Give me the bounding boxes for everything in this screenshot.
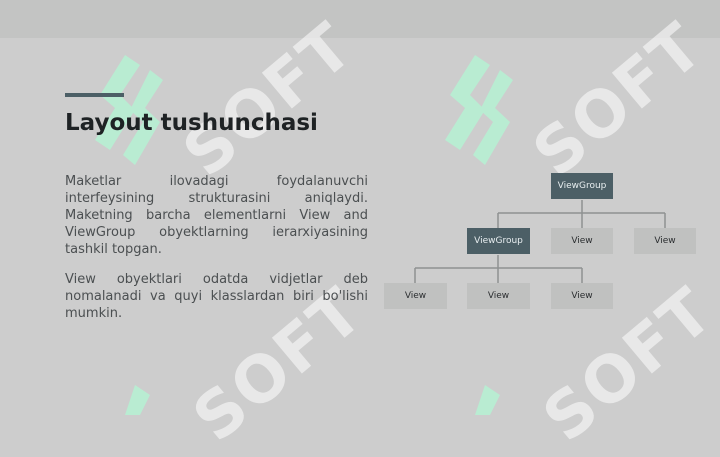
node-viewgroup: ViewGroup (467, 228, 530, 254)
node-view: View (551, 283, 613, 309)
node-view: View (551, 228, 613, 254)
top-bar (0, 0, 720, 38)
node-root-viewgroup: ViewGroup (551, 173, 613, 199)
node-view: View (384, 283, 447, 309)
paragraph-1: Maketlar ilovadagi foydalanuvchi interfe… (65, 174, 368, 257)
view-hierarchy-diagram: ViewGroup ViewGroup View View View View … (384, 173, 696, 309)
diagram-connectors (414, 200, 666, 283)
title-accent-line (65, 93, 124, 97)
node-view: View (634, 228, 696, 254)
paragraph-2: View obyektlari odatda vidjetlar deb nom… (65, 272, 368, 321)
slide-title: Layout tushunchasi (65, 110, 318, 136)
node-view: View (467, 283, 530, 309)
